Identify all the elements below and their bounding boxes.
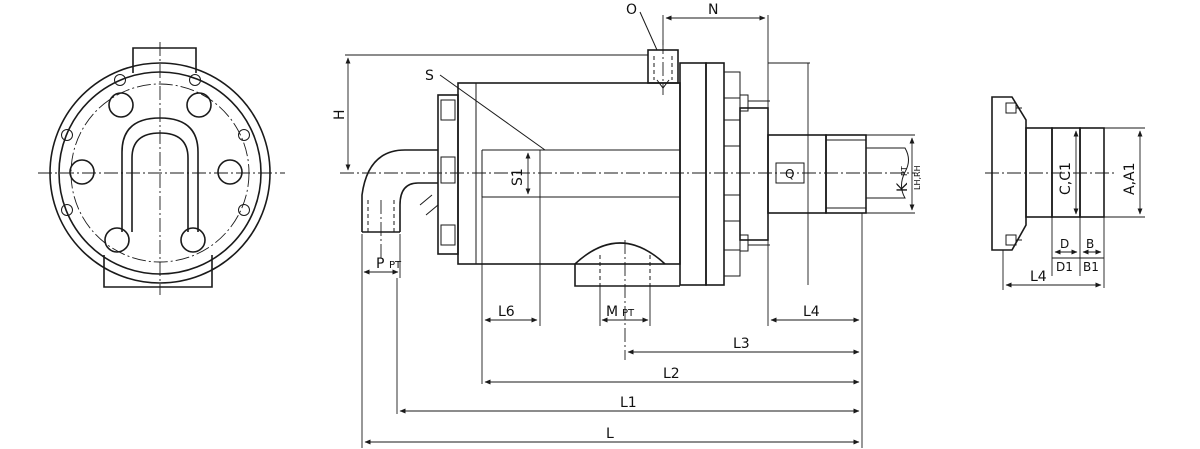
- label-o: O: [626, 2, 637, 18]
- label-d1: D1: [1056, 260, 1073, 274]
- end-view-hole: [69, 159, 95, 185]
- end-view: [38, 42, 285, 295]
- side-view: [340, 11, 915, 448]
- bolt-head: [440, 224, 456, 246]
- label-k: K: [895, 182, 911, 192]
- bolt-head: [440, 99, 456, 121]
- bolt-head: [723, 249, 741, 277]
- label-k-sub2: LH,RH: [913, 165, 922, 190]
- pipe-break-top: [866, 147, 909, 173]
- pipe-break-bottom: [866, 171, 906, 199]
- o-leader: [639, 11, 658, 51]
- body-cylinder: [457, 82, 681, 265]
- left-flange: [437, 94, 459, 255]
- label-l6: L6: [498, 304, 515, 320]
- label-m-sub: PT: [622, 308, 635, 319]
- label-k-sub: PT: [900, 166, 909, 176]
- bolt-tip: [739, 234, 749, 252]
- label-l4: L4: [803, 304, 820, 320]
- rotor-detail-view: [985, 96, 1145, 290]
- rotor-hub: [1025, 127, 1053, 218]
- rotor-a-section: [1079, 127, 1105, 218]
- label-a-a1: A,A1: [1122, 162, 1138, 195]
- label-l: L: [606, 426, 614, 442]
- shaft: [767, 134, 827, 214]
- label-l4-side: L4: [1030, 269, 1047, 285]
- end-view-small-hole: [238, 129, 250, 141]
- elbow-outer: [361, 149, 438, 232]
- elbow-inner: [399, 182, 438, 232]
- label-p-sub: PT: [389, 260, 402, 271]
- end-view-small-hole: [189, 74, 201, 86]
- bolt-tip: [739, 94, 749, 112]
- bolt-head: [723, 71, 741, 99]
- elbow-tick: [425, 204, 439, 216]
- m-port-dome: [574, 242, 666, 265]
- rotor-bolt: [1005, 234, 1017, 246]
- label-b1: B1: [1083, 260, 1099, 274]
- label-p: P: [376, 256, 384, 272]
- label-m: M: [606, 304, 618, 320]
- end-view-small-hole: [61, 204, 73, 216]
- bolt-head: [723, 194, 741, 222]
- rotor-flange: [991, 96, 1027, 251]
- end-view-hole: [180, 227, 206, 253]
- m-port-body: [574, 264, 680, 287]
- label-b: B: [1086, 237, 1094, 251]
- label-q: Q: [785, 167, 794, 181]
- rotor-housing: [739, 107, 769, 241]
- label-l1: L1: [620, 395, 637, 411]
- label-s: S: [425, 68, 434, 84]
- s-leader: [439, 74, 546, 151]
- right-flange: [679, 62, 707, 286]
- label-s1: S1: [510, 168, 526, 186]
- end-view-small-hole: [114, 74, 126, 86]
- end-view-hole: [186, 92, 212, 118]
- label-l2: L2: [663, 366, 680, 382]
- label-n: N: [708, 2, 718, 18]
- elbow-tick: [419, 194, 433, 206]
- label-h: H: [332, 109, 348, 120]
- right-flange-2: [705, 62, 725, 286]
- bolt-head: [723, 119, 741, 147]
- end-view-small-hole: [61, 129, 73, 141]
- label-c-c1: C,C1: [1058, 162, 1074, 195]
- end-view-hole: [104, 227, 130, 253]
- rotor-bolt: [1005, 102, 1017, 114]
- label-l3: L3: [733, 336, 750, 352]
- end-view-small-hole: [238, 204, 250, 216]
- threaded-end: [825, 134, 867, 214]
- end-view-hole: [108, 92, 134, 118]
- end-view-base: [103, 255, 213, 288]
- end-view-top-lug: [132, 47, 197, 73]
- end-view-hole: [217, 159, 243, 185]
- bolt-head: [440, 156, 456, 184]
- label-d: D: [1060, 237, 1069, 251]
